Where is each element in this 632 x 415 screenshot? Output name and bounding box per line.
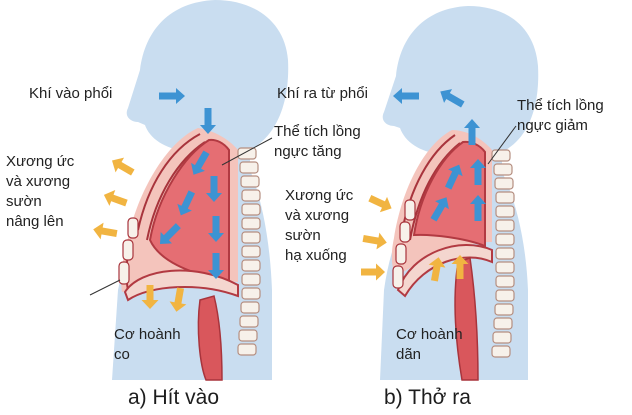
muscle-arrow bbox=[92, 221, 119, 242]
muscle-arrow bbox=[362, 230, 389, 251]
muscle-arrow bbox=[361, 264, 385, 281]
panel-exhale bbox=[361, 6, 538, 380]
diaphragm-relax-label: Cơ hoành dãn bbox=[396, 325, 463, 365]
muscle-arrow bbox=[108, 153, 137, 180]
caption-inhale: a) Hít vào bbox=[128, 386, 219, 410]
air-out-label: Khí ra từ phổi bbox=[277, 84, 368, 104]
caption-exhale: b) Thở ra bbox=[384, 386, 471, 410]
air-in-label: Khí vào phổi bbox=[29, 84, 112, 104]
diaphragm-contract-label: Cơ hoành co bbox=[114, 325, 181, 365]
panel-inhale bbox=[90, 0, 288, 380]
ribs-lowered-label: Xương ức và xương sườn hạ xuống bbox=[285, 186, 353, 266]
chest-volume-increase-label: Thể tích lồng ngực tăng bbox=[274, 122, 361, 162]
ribs-raised-label: Xương ức và xương sườn nâng lên bbox=[6, 152, 74, 232]
chest-volume-decrease-label: Thể tích lồng ngực giảm bbox=[517, 96, 604, 136]
muscle-arrow bbox=[101, 187, 129, 211]
muscle-arrow bbox=[366, 190, 395, 216]
